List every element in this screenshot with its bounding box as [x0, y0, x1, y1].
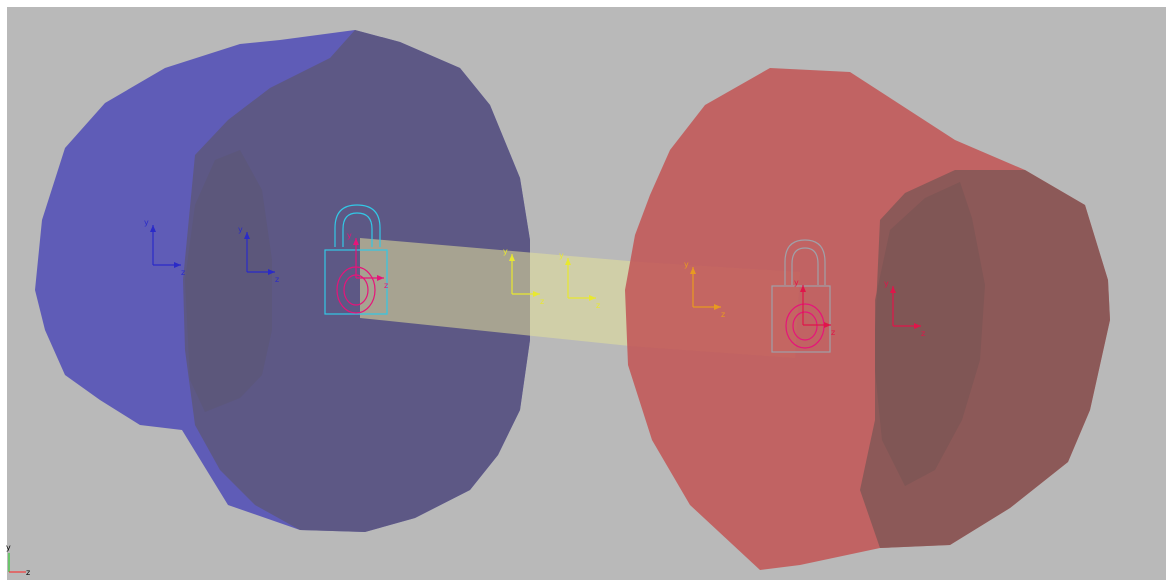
axis-gizmo: yz	[794, 278, 835, 337]
gizmo-y-label: y	[347, 231, 352, 240]
left-cylinder-inner-face	[185, 150, 272, 412]
gizmo-x-arrow	[377, 275, 384, 281]
gizmo-x-arrow	[714, 304, 721, 310]
gizmo-z-label: z	[596, 301, 600, 310]
gizmo-z-label: z	[181, 268, 185, 277]
gizmo-y-arrow	[509, 254, 515, 261]
right-lock-shackle-inner	[791, 247, 819, 285]
left-cylinder[interactable]	[35, 30, 530, 532]
gizmo-z-label: z	[721, 310, 725, 319]
gizmo-y-arrow	[890, 286, 896, 293]
gizmo-x-arrow	[174, 262, 181, 268]
gizmo-y-arrow	[150, 225, 156, 232]
right-cylinder-inner-face	[875, 182, 985, 486]
gizmo-y-label: y	[684, 260, 689, 269]
right-lock-body	[771, 285, 831, 353]
gizmo-z-label: z	[831, 328, 835, 337]
gizmo-x-arrow	[533, 291, 540, 297]
gizmo-y-label: y	[884, 279, 889, 288]
world-z-label: z	[26, 568, 30, 577]
gizmo-x-arrow	[268, 269, 275, 275]
gizmo-z-label: z	[921, 329, 925, 338]
world-y-label: y	[6, 543, 11, 552]
gizmo-y-label: y	[794, 278, 799, 287]
right-lock-keyhole-inner	[792, 311, 818, 341]
right-lock-shackle	[784, 239, 826, 285]
axis-gizmo: yz	[684, 260, 725, 319]
axis-gizmo: yz	[144, 218, 185, 277]
axis-gizmo: yz	[238, 225, 279, 284]
axis-gizmo: yz	[559, 251, 600, 310]
axis-gizmo: yz	[347, 231, 388, 290]
gizmo-y-label: y	[503, 247, 508, 256]
left-cylinder-near-cap	[183, 30, 530, 532]
gizmo-y-arrow	[353, 238, 359, 245]
axis-gizmo: yz	[884, 279, 925, 338]
right-cylinder[interactable]	[625, 68, 1110, 570]
left-lock-shackle	[334, 204, 381, 247]
gizmo-x-arrow	[824, 322, 831, 328]
gizmo-y-arrow	[565, 258, 571, 265]
left-lock-shackle-inner	[342, 212, 373, 247]
gizmo-x-arrow	[589, 295, 596, 301]
gizmo-x-arrow	[914, 323, 921, 329]
gizmo-y-arrow	[690, 267, 696, 274]
gizmo-z-label: z	[540, 297, 544, 306]
gizmo-y-arrow	[800, 285, 806, 292]
gizmo-y-label: y	[144, 218, 149, 227]
gizmo-z-label: z	[275, 275, 279, 284]
gizmo-y-label: y	[559, 251, 564, 260]
gizmo-y-arrow	[244, 232, 250, 239]
world-axis-indicator: y z	[6, 543, 30, 577]
gizmo-z-label: z	[384, 281, 388, 290]
axis-gizmo: yz	[503, 247, 544, 306]
gizmo-y-label: y	[238, 225, 243, 234]
